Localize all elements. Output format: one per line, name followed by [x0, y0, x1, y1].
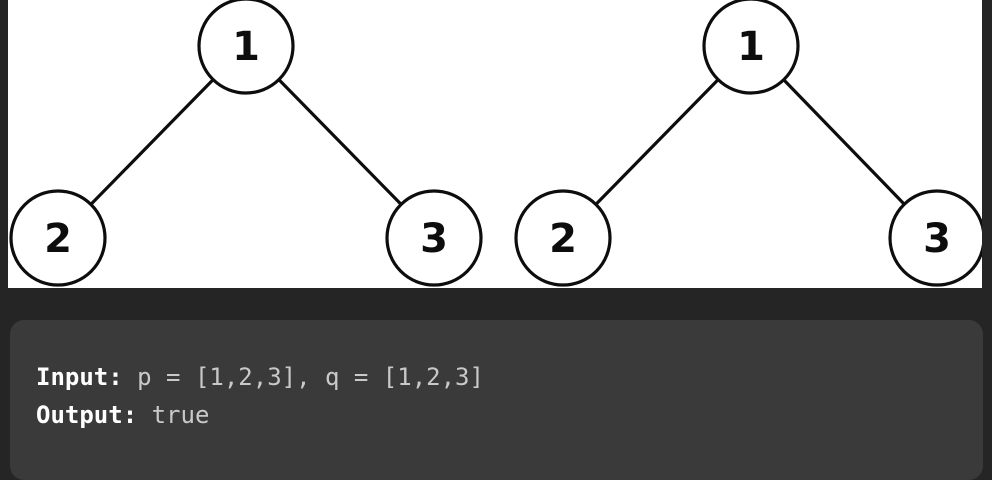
code-line-label: Input:	[36, 363, 123, 391]
tree-edge	[594, 77, 720, 207]
code-line: Input: p = [1,2,3], q = [1,2,3]	[36, 358, 983, 396]
tree-node-q-right: 3	[888, 189, 982, 287]
tree-q: 1 2 3	[514, 0, 982, 287]
tree-node-p-right: 3	[385, 189, 483, 287]
tree-edge	[89, 77, 215, 207]
code-line-value: p = [1,2,3], q = [1,2,3]	[122, 363, 484, 391]
tree-node-circle	[702, 0, 800, 95]
code-line-label: Output:	[36, 401, 138, 429]
example-code-block: Input: p = [1,2,3], q = [1,2,3]Output: t…	[36, 358, 983, 434]
tree-edge	[277, 77, 403, 207]
binary-tree-diagram: 1 2 3 1 2 3	[9, 0, 982, 287]
tree-node-p-left: 2	[9, 189, 107, 287]
tree-node-label: 1	[232, 24, 260, 70]
tree-node-q-root: 1	[702, 0, 800, 95]
tree-node-label: 3	[420, 216, 448, 262]
tree-figure-canvas: 1 2 3 1 2 3	[8, 0, 982, 288]
tree-node-circle	[385, 189, 483, 287]
tree-node-circle	[888, 189, 982, 287]
tree-node-circle	[514, 189, 612, 287]
tree-figure-band: 1 2 3 1 2 3	[8, 0, 982, 288]
code-line-value: true	[137, 401, 210, 429]
example-code-panel: Input: p = [1,2,3], q = [1,2,3]Output: t…	[10, 320, 983, 480]
tree-node-circle	[197, 0, 295, 95]
tree-node-circle	[9, 189, 107, 287]
code-line: Output: true	[36, 396, 983, 434]
tree-node-p-root: 1	[197, 0, 295, 95]
tree-node-q-left: 2	[514, 189, 612, 287]
tree-edge	[782, 78, 906, 206]
tree-node-label: 2	[44, 216, 72, 262]
tree-p: 1 2 3	[9, 0, 483, 287]
tree-node-label: 2	[549, 216, 577, 262]
tree-node-label: 1	[737, 24, 765, 70]
tree-node-label: 3	[923, 216, 951, 262]
